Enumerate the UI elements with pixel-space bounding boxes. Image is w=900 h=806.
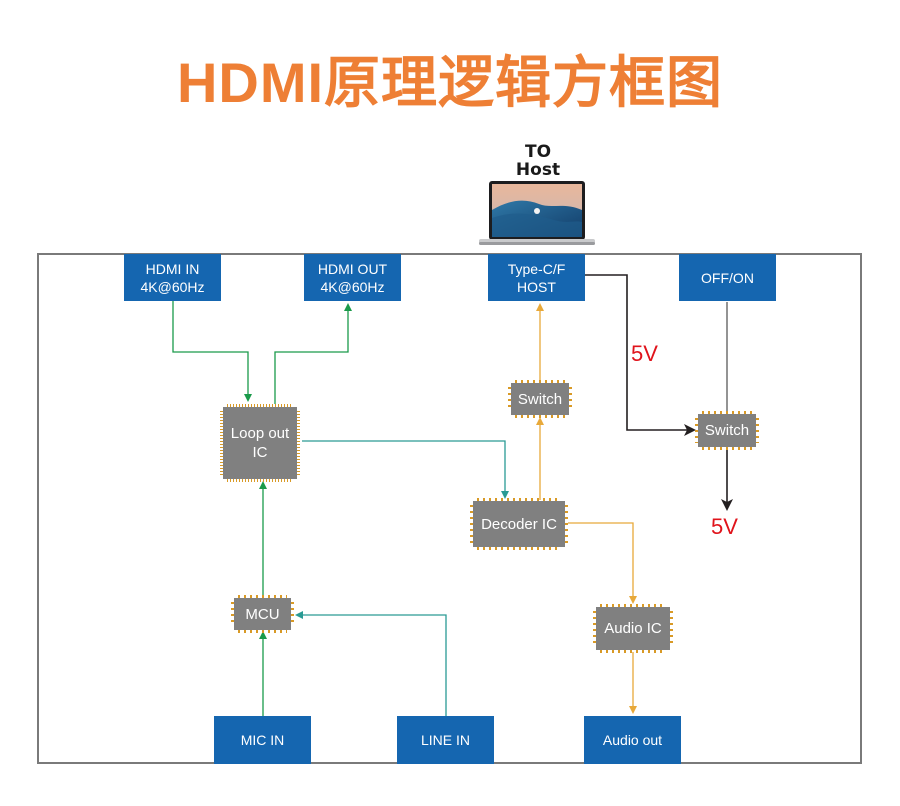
port-typec-host-line1: Type-C/F — [507, 260, 566, 277]
chip-loop-out-ic: Loop out IC — [220, 404, 300, 482]
chip-audio-ic-label: Audio IC — [604, 620, 662, 637]
chip-audio-ic: Audio IC — [593, 604, 673, 653]
port-hdmi-in: HDMI IN 4K@60Hz — [124, 254, 221, 301]
chip-switch-power-label: Switch — [704, 422, 750, 439]
wire-decoder-to-audio — [568, 522, 637, 604]
chip-mcu: MCU — [231, 595, 294, 633]
port-line-in-label: LINE IN — [420, 732, 470, 748]
chip-switch-signal: Switch — [508, 380, 572, 418]
port-line-in: LINE IN — [397, 716, 494, 764]
wire-line-to-mcu — [295, 611, 447, 716]
laptop-icon — [479, 181, 595, 245]
port-hdmi-out-line1: HDMI OUT — [317, 260, 388, 277]
wire-loop-to-hdmi-out — [274, 303, 352, 404]
chip-mcu-label: MCU — [245, 605, 280, 623]
port-typec-host: Type-C/F HOST — [488, 254, 585, 301]
port-off-on-label: OFF/ON — [701, 269, 754, 286]
chip-switch-signal-label: Switch — [517, 390, 563, 408]
chip-decoder-ic-label: Decoder IC — [481, 515, 557, 533]
port-off-on: OFF/ON — [679, 254, 776, 301]
host-label-line1: TO — [524, 142, 552, 162]
diagram-title: HDMI原理逻辑方框图 — [176, 51, 724, 114]
port-hdmi-in-line2: 4K@60Hz — [140, 278, 205, 295]
chip-loop-out-ic-line2: IC — [252, 444, 268, 461]
port-audio-out: Audio out — [584, 716, 681, 764]
chip-switch-power: Switch — [695, 411, 759, 450]
chip-loop-out-ic-line1: Loop out — [230, 425, 290, 442]
wire-typec-5v-to-switch — [584, 274, 696, 436]
port-mic-in-label: MIC IN — [240, 732, 285, 748]
wire-loop-to-decoder — [302, 440, 509, 499]
port-hdmi-out-line2: 4K@60Hz — [320, 278, 385, 295]
chip-decoder-ic: Decoder IC — [470, 498, 568, 550]
host-label-line2: Host — [515, 160, 561, 180]
voltage-label-output: 5V — [711, 514, 738, 539]
port-hdmi-in-line1: HDMI IN — [145, 260, 200, 277]
wire-hdmi-in-to-loop — [172, 301, 252, 402]
port-typec-host-line2: HOST — [517, 278, 556, 295]
port-hdmi-out: HDMI OUT 4K@60Hz — [304, 254, 401, 301]
port-audio-out-label: Audio out — [602, 732, 663, 748]
voltage-label-input: 5V — [631, 341, 658, 366]
host-label: TO Host — [498, 143, 578, 179]
port-mic-in: MIC IN — [214, 716, 311, 764]
